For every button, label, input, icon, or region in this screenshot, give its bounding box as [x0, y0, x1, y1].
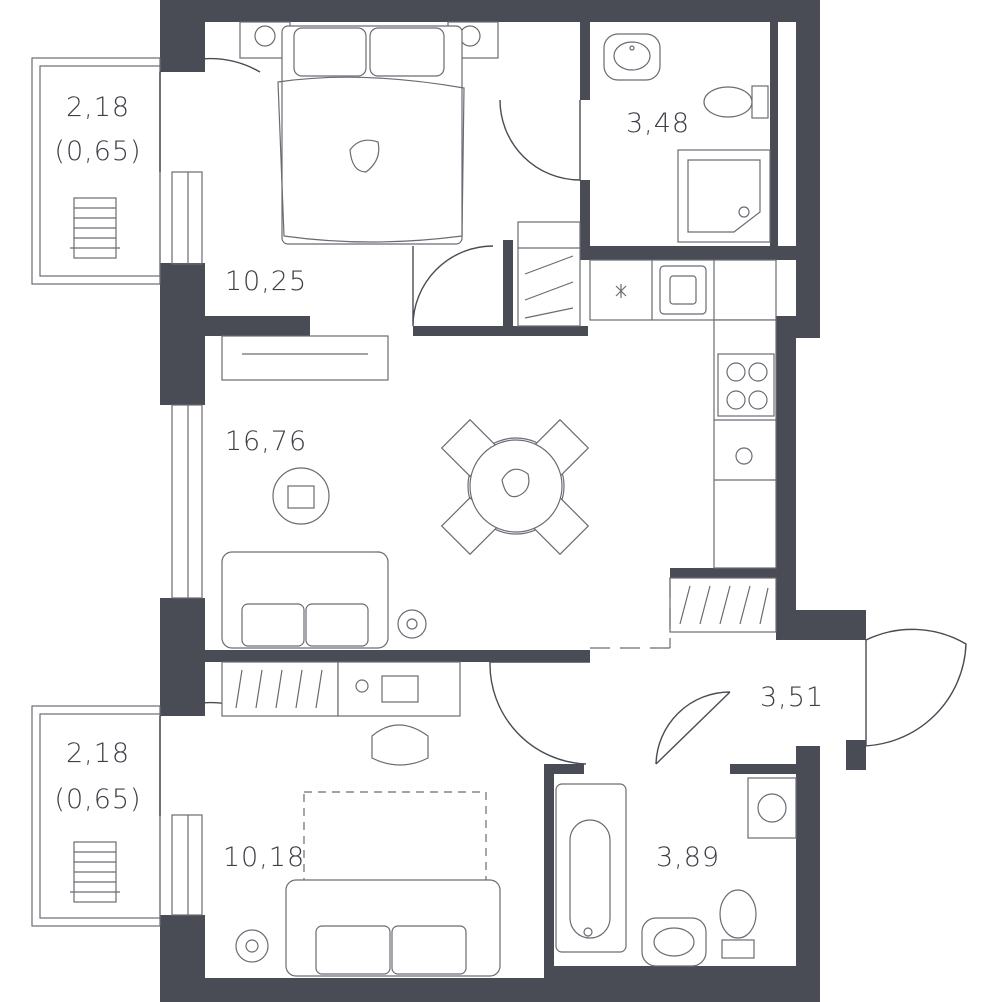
- dining-table: [440, 418, 590, 556]
- balcony-bottom: [31, 701, 261, 927]
- bedroom-bottom-area: 10,18: [223, 842, 305, 873]
- balcony-top-area: 2,18: [66, 92, 130, 123]
- wall-right-3: [776, 610, 866, 640]
- wall-bedroom-bottom-b: [413, 326, 588, 336]
- bathtub: [555, 783, 627, 953]
- kitchen-sink-icon: [659, 265, 707, 315]
- wall-left-3: [160, 598, 205, 716]
- wc-top-area: 3,48: [626, 108, 690, 139]
- sink-icon: [641, 917, 707, 967]
- balcony-top: [31, 57, 261, 285]
- wall-right-2: [776, 316, 796, 612]
- kitchen-counter-side: [713, 319, 777, 569]
- wall-bottom: [160, 978, 820, 1002]
- wall-wc-left-b: [580, 180, 590, 255]
- wall-right-1: [796, 0, 820, 338]
- wall-wc-left: [580, 0, 590, 100]
- toilet-icon: [719, 889, 757, 959]
- balcony-bottom-coef: (0,65): [54, 784, 141, 815]
- wall-bath-top-b: [730, 764, 796, 774]
- balcony-bottom-door: [159, 701, 261, 816]
- desk-chair: [371, 724, 429, 766]
- tv-stand: [221, 335, 389, 381]
- hall: [489, 628, 967, 765]
- sink-icon: [603, 33, 661, 81]
- wall-left-2: [160, 263, 205, 405]
- wall-living-bottom: [205, 650, 590, 662]
- wall-hall-wardrobe: [670, 568, 776, 578]
- floor-lamp-icon: [235, 929, 269, 963]
- wall-bath-top-a: [544, 764, 584, 774]
- desk: [337, 661, 461, 717]
- bedroom-top-door-wc: [499, 99, 581, 181]
- wall-wc-bottom: [580, 246, 796, 260]
- hall-door: [489, 661, 590, 765]
- bathroom-area: 3,89: [656, 842, 720, 873]
- bedroom-top: [239, 21, 581, 327]
- room-labels: 2,18 (0,65) 10,25 3,48 16,76 3,51 2,18 (…: [54, 92, 824, 873]
- stove-icon: [717, 353, 775, 417]
- wardrobe-top: [517, 221, 581, 327]
- hall-area: 3,51: [760, 682, 824, 713]
- bedroom-bottom: [221, 661, 501, 977]
- wall-left-1: [160, 0, 205, 72]
- wall-bath-bottom: [544, 966, 796, 978]
- bedroom-top-door: [412, 245, 494, 327]
- living-kitchen-area: 16,76: [225, 426, 307, 457]
- walls: [160, 0, 866, 1002]
- desk-lamp-icon: [355, 679, 369, 693]
- floor-lamp-icon: [397, 609, 427, 639]
- wall-bath-left: [544, 764, 554, 978]
- balcony-top-door: [159, 57, 261, 172]
- entry-door: [859, 628, 967, 747]
- wall-right-4: [846, 740, 866, 770]
- sofa-living: [221, 551, 389, 649]
- washing-machine-icon: [747, 777, 797, 839]
- wardrobe-hall: [669, 577, 777, 633]
- bath-door: [655, 691, 731, 765]
- balcony-bottom-area: 2,18: [66, 738, 130, 769]
- lounger-icon: [70, 841, 120, 903]
- bedroom-top-area: 10,25: [225, 266, 307, 297]
- coffee-table: [272, 467, 330, 525]
- wall-top: [160, 0, 820, 22]
- lounger-icon: [70, 197, 120, 259]
- window-living: [171, 404, 203, 599]
- wall-wc-inner: [770, 22, 778, 248]
- wc-top: [603, 33, 771, 243]
- balcony-top-coef: (0,65): [54, 136, 141, 167]
- shower-tray: [677, 149, 771, 243]
- wall-right-5: [796, 746, 820, 1002]
- laptop-icon: [381, 675, 419, 703]
- toilet-icon: [703, 85, 769, 119]
- sofa-bedroom: [285, 879, 501, 977]
- bathroom: [555, 777, 797, 967]
- bed: [281, 25, 463, 245]
- faucet-icon: [735, 447, 753, 465]
- wall-bedroom-bottom-a: [205, 316, 310, 336]
- wall-wardrobe-side: [503, 240, 513, 336]
- kitchen-living: [221, 259, 777, 649]
